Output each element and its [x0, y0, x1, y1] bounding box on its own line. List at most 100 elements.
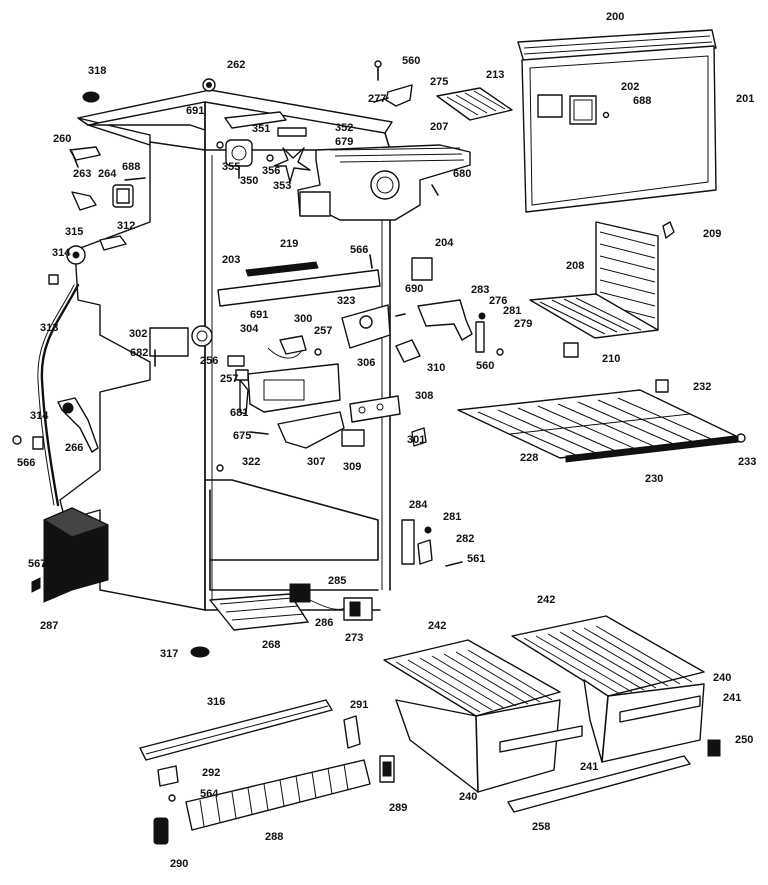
part-label-273: 273 [345, 632, 363, 644]
part-label-306: 306 [357, 357, 375, 369]
crisper-drawers [383, 615, 721, 813]
part-label-242: 242 [428, 620, 446, 632]
part-label-307: 307 [307, 456, 325, 468]
part-label-301: 301 [407, 434, 425, 446]
part-label-561: 561 [467, 553, 485, 565]
part-label-230: 230 [645, 473, 663, 485]
part-label-250: 250 [735, 734, 753, 746]
part-label-207: 207 [430, 121, 448, 133]
part-label-241: 241 [723, 692, 741, 704]
upper-left-parts [12, 78, 216, 593]
part-label-312: 312 [117, 220, 135, 232]
part-label-213: 213 [486, 69, 504, 81]
part-label-350: 350 [240, 175, 258, 187]
part-label-275: 275 [430, 76, 448, 88]
part-label-304: 304 [240, 323, 259, 335]
part-label-352: 352 [335, 122, 353, 134]
part-label-208: 208 [566, 260, 584, 272]
part-label-256: 256 [200, 355, 218, 367]
part-label-240: 240 [713, 672, 731, 684]
part-label-675: 675 [233, 430, 251, 442]
part-label-308: 308 [415, 390, 433, 402]
part-label-291: 291 [350, 699, 368, 711]
toe-grille-parts [139, 699, 395, 845]
part-label-566: 566 [350, 244, 368, 256]
part-label-232: 232 [693, 381, 711, 393]
part-label-318: 318 [88, 65, 106, 77]
part-label-355: 355 [222, 161, 240, 173]
part-label-242: 242 [537, 594, 555, 606]
part-label-200: 200 [606, 11, 624, 23]
part-label-560: 560 [476, 360, 494, 372]
part-label-564: 564 [200, 788, 219, 800]
part-label-566: 566 [17, 457, 35, 469]
part-label-681: 681 [230, 407, 248, 419]
part-label-285: 285 [328, 575, 346, 587]
part-label-281: 281 [443, 511, 461, 523]
part-number-labels: 318 262 560 275 277 213 200 202 688 201 691 351 352 6… [17, 11, 756, 870]
part-label-263: 263 [73, 168, 91, 180]
freezer-door [517, 29, 717, 213]
refrigerator-wire-shelf [457, 389, 739, 463]
part-label-317: 317 [160, 648, 178, 660]
part-label-690: 690 [405, 283, 423, 295]
part-label-282: 282 [456, 533, 474, 545]
part-label-323: 323 [337, 295, 355, 307]
part-label-688: 688 [633, 95, 651, 107]
part-label-258: 258 [532, 821, 550, 833]
back-panel-grille [43, 507, 109, 603]
part-label-314: 314 [30, 410, 49, 422]
part-label-279: 279 [514, 318, 532, 330]
part-label-302: 302 [129, 328, 147, 340]
part-label-203: 203 [222, 254, 240, 266]
part-label-309: 309 [343, 461, 361, 473]
part-label-202: 202 [621, 81, 639, 93]
part-label-688: 688 [122, 161, 140, 173]
part-label-691: 691 [250, 309, 268, 321]
part-label-219: 219 [280, 238, 298, 250]
part-label-262: 262 [227, 59, 245, 71]
evaporator-fan-assembly [216, 111, 471, 221]
part-label-351: 351 [252, 123, 270, 135]
part-label-228: 228 [520, 452, 538, 464]
part-label-691: 691 [186, 105, 204, 117]
part-label-284: 284 [409, 499, 428, 511]
part-label-560: 560 [402, 55, 420, 67]
part-label-264: 264 [98, 168, 117, 180]
part-label-260: 260 [53, 133, 71, 145]
part-label-316: 316 [207, 696, 225, 708]
part-label-679: 679 [335, 136, 353, 148]
part-label-268: 268 [262, 639, 280, 651]
part-label-288: 288 [265, 831, 283, 843]
part-label-204: 204 [435, 237, 454, 249]
part-label-240: 240 [459, 791, 477, 803]
control-components [149, 254, 433, 472]
part-label-201: 201 [736, 93, 754, 105]
part-label-300: 300 [294, 313, 312, 325]
part-label-353: 353 [273, 180, 291, 192]
part-label-209: 209 [703, 228, 721, 240]
part-label-257: 257 [220, 373, 238, 385]
part-label-281: 281 [503, 305, 521, 317]
part-label-290: 290 [170, 858, 188, 870]
part-label-283: 283 [471, 284, 489, 296]
freezer-wire-shelf [529, 221, 675, 358]
part-label-315: 315 [65, 226, 83, 238]
part-label-266: 266 [65, 442, 83, 454]
part-label-356: 356 [262, 165, 280, 177]
part-label-314: 314 [52, 247, 71, 259]
part-label-680: 680 [453, 168, 471, 180]
part-label-682: 682 [130, 347, 148, 359]
hinge-parts [395, 299, 746, 567]
part-label-276: 276 [489, 295, 507, 307]
part-label-210: 210 [602, 353, 620, 365]
part-label-289: 289 [389, 802, 407, 814]
part-label-292: 292 [202, 767, 220, 779]
part-label-233: 233 [738, 456, 756, 468]
part-label-310: 310 [427, 362, 445, 374]
part-label-286: 286 [315, 617, 333, 629]
ice-tray-bracket [373, 60, 513, 121]
part-label-277: 277 [368, 93, 386, 105]
